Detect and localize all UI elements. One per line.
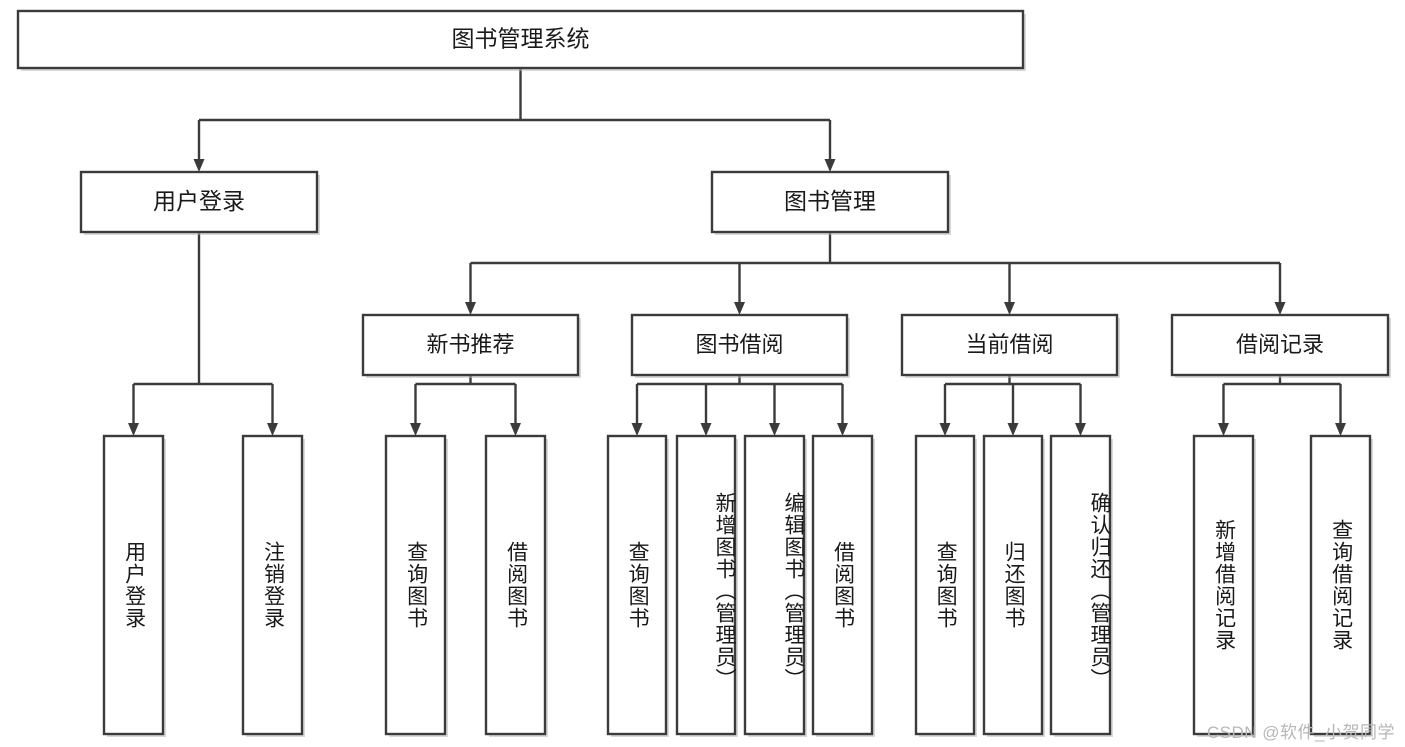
arrow-head [824,159,836,172]
node-box-cb-query-book[interactable] [914,434,976,736]
arrow-head [837,423,848,436]
node-label-new-book-rec: 新书推荐 [426,332,514,357]
arrow-head [510,423,521,436]
arrow-head [267,423,278,436]
node-box-nbr-query-book[interactable] [384,434,447,736]
arrow-head [939,423,951,436]
node-box-bb-query-book[interactable] [606,434,668,736]
node-label-current-borrow: 当前借阅 [965,332,1053,357]
arrow-head [1335,423,1346,436]
arrow-head [769,423,780,436]
node-box-book-manage[interactable] [710,170,950,234]
arrow-head [193,159,205,172]
node-box-bb-edit-book[interactable] [743,434,806,736]
node-box-nbr-borrow-book[interactable] [484,434,547,736]
node-label-book-borrow: 图书借阅 [695,332,783,357]
node-box-leaf-user-login[interactable] [102,434,165,736]
arrow-head [700,423,712,436]
arrow-head [465,302,476,315]
node-box-bb-add-book[interactable] [675,434,737,736]
node-box-bb-borrow-book[interactable] [811,434,874,736]
box-layer [16,9,1391,737]
node-box-br-query-record[interactable] [1309,434,1372,736]
node-box-current-borrow[interactable] [900,313,1119,377]
node-box-new-book-rec[interactable] [361,313,580,377]
node-box-br-add-record[interactable] [1192,434,1255,736]
arrow-head [1004,302,1015,315]
connector-layer [128,68,1346,436]
node-box-user-login[interactable] [79,170,319,234]
node-label-borrow-record: 借阅记录 [1236,332,1324,357]
node-box-cb-confirm-return[interactable] [1049,434,1112,736]
arrow-head [1075,423,1086,436]
arrow-head [1218,423,1229,436]
node-box-leaf-logout[interactable] [241,434,304,736]
arrow-head [1007,423,1019,436]
node-box-cb-return-book[interactable] [982,434,1044,736]
node-label-book-manage: 图书管理 [784,188,876,214]
arrow-head [734,302,745,315]
watermark-text: CSDN @软件_小贺同学 [1206,723,1395,742]
arrow-head [1274,302,1286,315]
node-box-book-borrow[interactable] [630,313,849,377]
node-label-user-login: 用户登录 [153,188,245,214]
node-box-root[interactable] [16,9,1025,70]
arrow-head [128,423,139,436]
arrow-head [410,423,421,436]
node-box-borrow-record[interactable] [1170,313,1390,377]
node-label-root: 图书管理系统 [452,26,590,52]
arrow-head [631,423,643,436]
